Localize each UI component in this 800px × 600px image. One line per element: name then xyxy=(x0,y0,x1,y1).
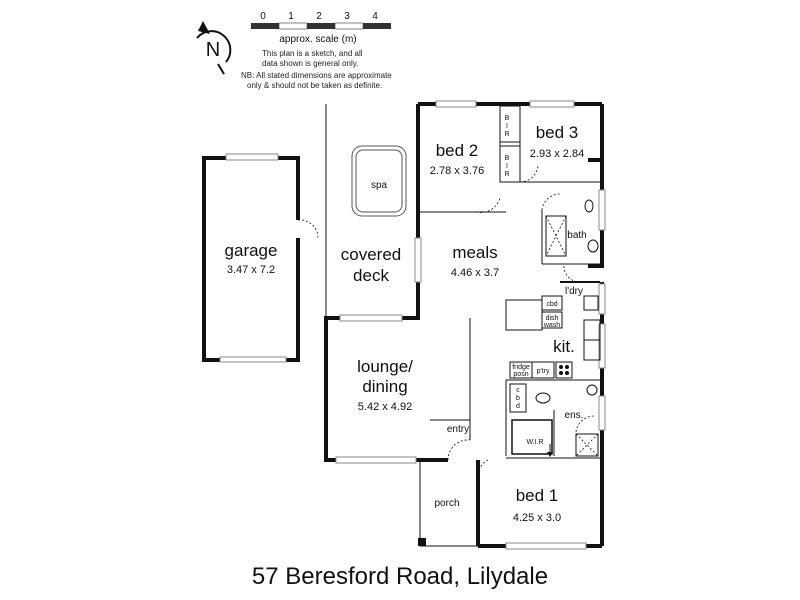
bed-1: bed 1 4.25 x 3.0 xyxy=(513,486,561,524)
covered-deck-label: deck xyxy=(353,266,389,285)
laundry-label: l'dry xyxy=(565,286,583,297)
scale-bar: 0 1 2 3 4 approx. scale (m) xyxy=(251,11,391,45)
kitchen-label: kit. xyxy=(553,337,575,356)
cbd-letter: b xyxy=(516,395,520,402)
dishwash-label: wash xyxy=(543,322,560,329)
ensuite: c b d ens. W.I.R xyxy=(509,383,599,457)
covered-deck: spa covered deck xyxy=(325,104,419,319)
bed-1-dims: 4.25 x 3.0 xyxy=(513,512,561,524)
meals: meals 4.46 x 3.7 xyxy=(451,243,499,279)
bir-letter: B xyxy=(505,115,510,122)
porch: porch xyxy=(418,460,478,547)
cbd-label: cbd xyxy=(546,301,557,308)
bed-2: bed 2 2.78 x 3.76 xyxy=(430,141,484,177)
compass-letter: N xyxy=(206,39,220,61)
meals-dims: 4.46 x 3.7 xyxy=(451,267,499,279)
garage-label: garage xyxy=(225,241,278,260)
scale-tick: 4 xyxy=(372,11,378,22)
covered-deck-label: covered xyxy=(341,245,401,264)
fridge-label: fridge xyxy=(512,364,530,371)
kitchen: cbd dish wash kit. fridge posn p'try xyxy=(505,295,601,379)
cbd-letter: d xyxy=(516,403,520,410)
lounge-label: dining xyxy=(362,377,407,396)
compass-icon: N xyxy=(196,21,232,75)
cooktop-icon xyxy=(555,361,573,379)
scale-tick: 2 xyxy=(316,11,322,22)
bir-letter: I xyxy=(506,123,508,130)
scale-tick: 0 xyxy=(260,11,266,22)
bed-3: bed 3 2.93 x 2.84 xyxy=(530,123,584,160)
bir-letter: B xyxy=(505,155,510,162)
scale-label: approx. scale (m) xyxy=(279,34,356,45)
cbd-letter: c xyxy=(516,387,520,394)
ens-label: ens. xyxy=(565,410,584,421)
garage-dims: 3.47 x 7.2 xyxy=(227,264,275,276)
garage: garage 3.47 x 7.2 xyxy=(202,153,319,363)
lounge-label: lounge/ xyxy=(357,357,413,376)
bir-letter: R xyxy=(504,171,509,178)
shower-icon xyxy=(575,433,599,457)
lounge-dining: lounge/ dining 5.42 x 4.92 xyxy=(357,357,413,413)
spa-label: spa xyxy=(371,180,388,191)
pantry-label: p'try xyxy=(536,368,550,375)
basin-icon xyxy=(586,384,598,396)
scale-tick: 3 xyxy=(344,11,350,22)
bathroom: bath xyxy=(545,199,599,257)
meals-label: meals xyxy=(452,243,497,262)
basin-icon xyxy=(584,199,594,213)
toilet-icon xyxy=(587,239,599,253)
bed-2-dims: 2.78 x 3.76 xyxy=(430,165,484,177)
bir-letter: R xyxy=(504,131,509,138)
bed-1-label: bed 1 xyxy=(516,486,559,505)
entry-label: entry xyxy=(447,424,469,435)
bed-3-label: bed 3 xyxy=(536,123,579,142)
note-line: This plan is a sketch, and all xyxy=(262,49,363,58)
lounge-dims: 5.42 x 4.92 xyxy=(358,401,412,413)
scale-tick: 1 xyxy=(288,11,294,22)
bed-2-label: bed 2 xyxy=(436,141,479,160)
porch-label: porch xyxy=(434,498,459,509)
windows xyxy=(335,100,606,550)
entry: entry xyxy=(447,424,469,435)
address-title: 57 Beresford Road, Lilydale xyxy=(251,563,549,590)
bath-label: bath xyxy=(567,230,586,241)
disclaimer: This plan is a sketch, and all data show… xyxy=(241,49,392,90)
fridge-label: posn xyxy=(513,371,528,378)
wir-label: W.I.R xyxy=(526,439,543,446)
note-line: data shown is general only. xyxy=(262,59,358,68)
laundry: l'dry xyxy=(560,281,600,311)
note-line: only & should not be taken as definite. xyxy=(247,81,382,90)
bir-closets: B I R B I R xyxy=(499,105,521,183)
bed-3-dims: 2.93 x 2.84 xyxy=(530,148,584,160)
toilet-icon xyxy=(535,392,551,404)
bir-letter: I xyxy=(506,163,508,170)
note-line: NB: All stated dimensions are approximat… xyxy=(241,71,392,80)
dishwash-label: dish xyxy=(546,315,559,322)
